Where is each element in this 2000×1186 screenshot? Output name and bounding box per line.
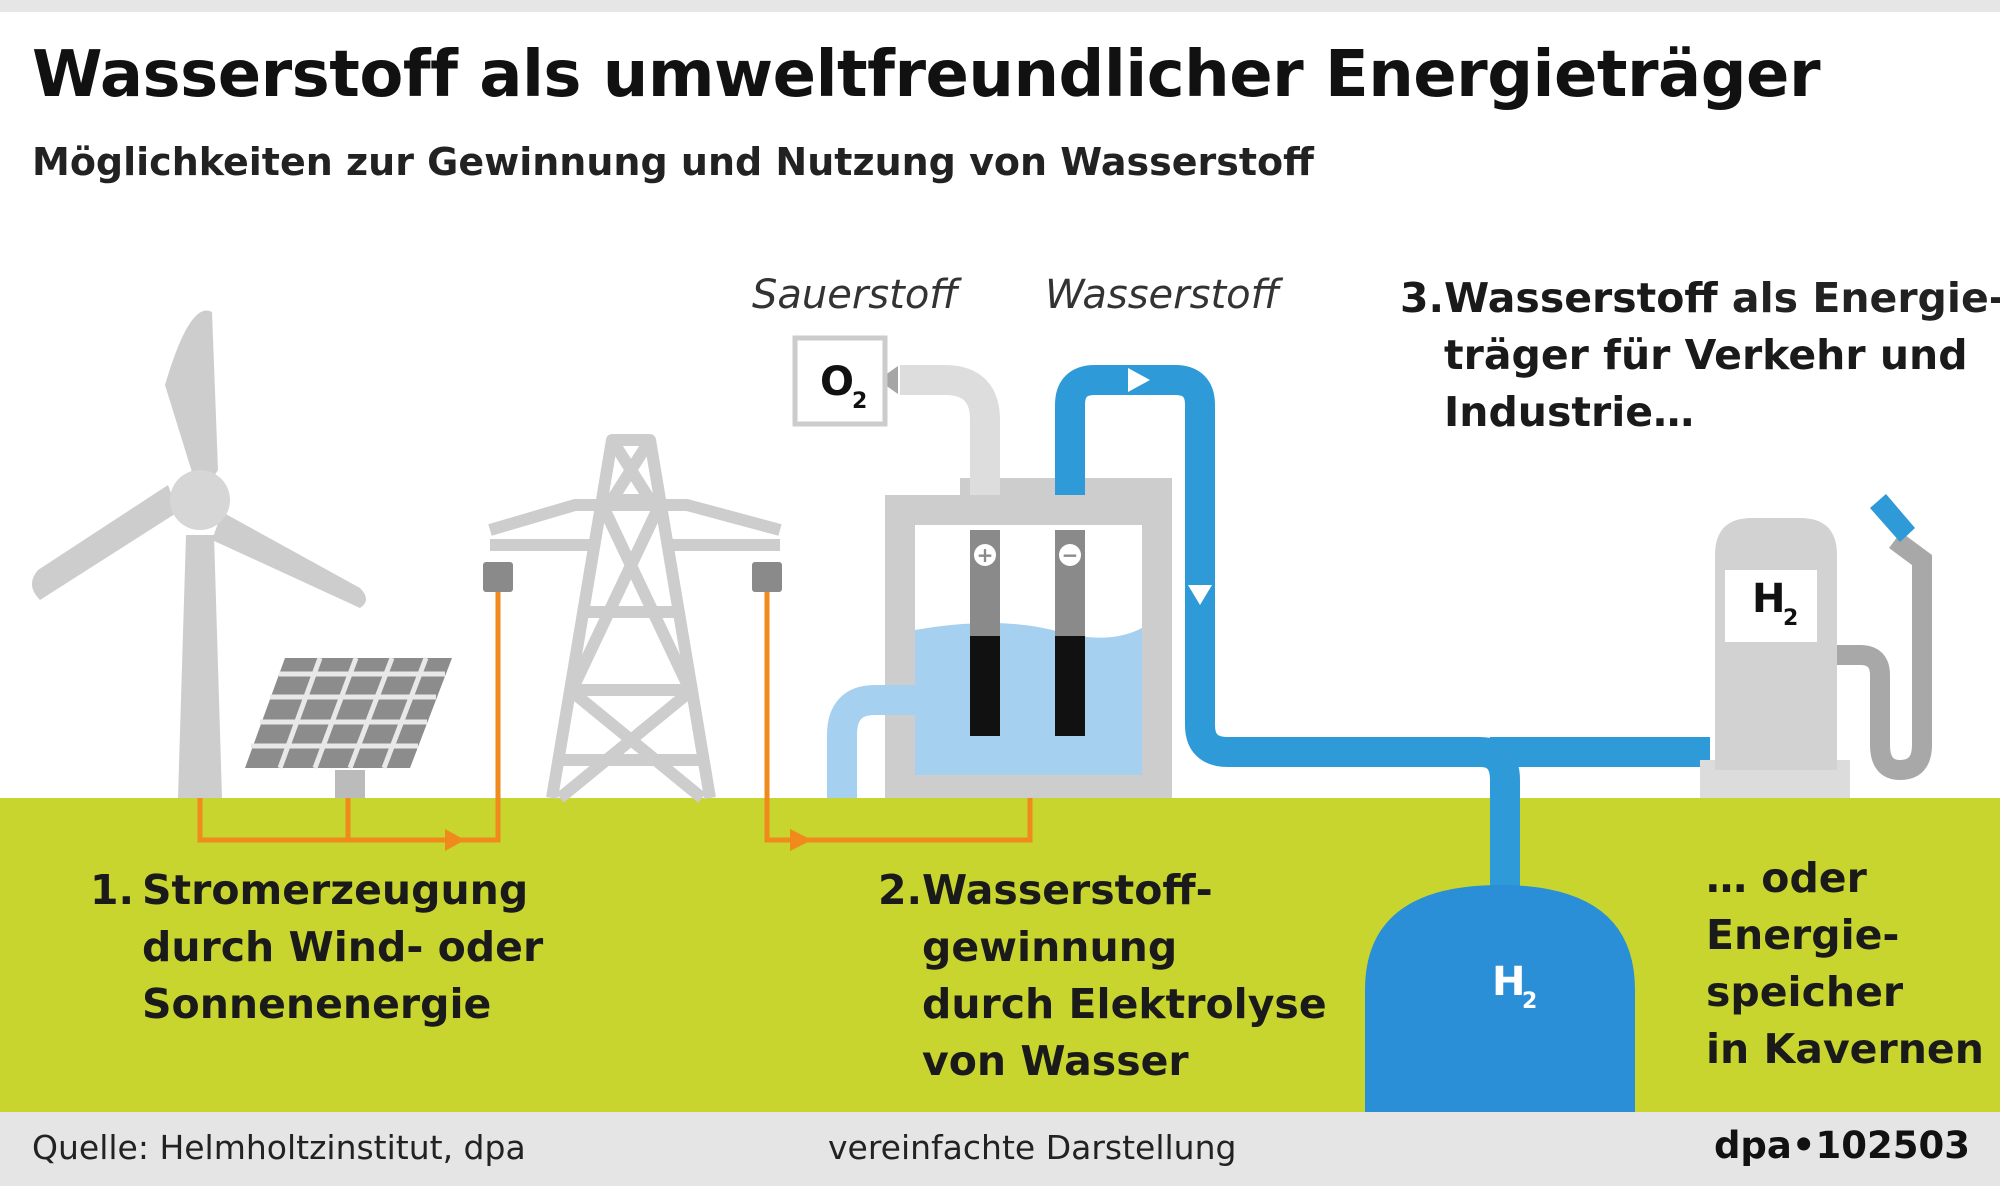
step1-number: 1. (90, 866, 135, 914)
insulator-left (483, 562, 513, 592)
fuel-pump-icon (1700, 494, 1932, 798)
step1-text: 1. Stromerzeugung durch Wind- oder Sonne… (90, 862, 544, 1042)
step1-line3: Sonnenenergie (142, 980, 492, 1028)
oxygen-label: Sauerstoff (752, 272, 959, 318)
oxygen-arrow (878, 366, 898, 394)
svg-text:+: + (977, 543, 994, 567)
storage-tank-icon (1365, 885, 1635, 1112)
ground-area (0, 798, 2000, 1112)
footer-source: Quelle: Helmholtzinstitut, dpa (32, 1128, 526, 1167)
step3-text: 3. Wasserstoff als Energie- träger für V… (1400, 270, 2000, 450)
hydrogen-label: Wasserstoff (1045, 272, 1280, 318)
footer-id: dpa•102503 (1713, 1124, 1970, 1167)
step3-number: 3. (1400, 274, 1445, 322)
step4-line1: … oder (1706, 854, 1867, 902)
o2-box (792, 335, 888, 427)
insulator-right (752, 562, 782, 592)
step1-line2: durch Wind- oder (142, 923, 544, 971)
wire-arrow-2 (790, 829, 812, 851)
step3-line3: Industrie… (1444, 388, 1695, 436)
wind-turbine-icon (31, 310, 366, 798)
solar-panel-icon (245, 657, 452, 798)
step2-line1: Wasserstoff- (922, 866, 1213, 914)
tank-h2-subscript: 2 (1522, 989, 1537, 1014)
svg-text:−: − (1062, 543, 1079, 567)
step2-line2: gewinnung (922, 923, 1178, 971)
hydrogen-arrow-down (1188, 585, 1212, 605)
step2-line3: durch Elektrolyse (922, 980, 1327, 1028)
page-title: Wasserstoff als umweltfreundlicher Energ… (32, 38, 1821, 112)
step3-line1-rest: als Energie- (1717, 274, 2000, 322)
pump-h2-letter: H (1752, 576, 1785, 622)
step3-bold-word: Wasserstoff (1444, 274, 1718, 322)
power-pylon-icon (488, 434, 782, 803)
o2-subscript: 2 (852, 389, 867, 414)
step2-number: 2. (878, 866, 923, 914)
step3-line2: träger für Verkehr und (1444, 331, 1968, 379)
step4-line2: Energie- (1706, 911, 1900, 959)
step2-text: 2. Wasserstoff- gewinnung durch Elektrol… (878, 862, 1327, 1102)
step4-line4: in Kavernen (1706, 1025, 1984, 1073)
step4-text: … oder Energie- speicher in Kavernen (1706, 850, 1996, 1090)
step2-line4: von Wasser (922, 1037, 1189, 1085)
o2-symbol: O 2 (820, 359, 867, 414)
footer-bar (0, 1112, 2000, 1186)
step1-line1: Stromerzeugung (142, 866, 529, 914)
tank-h2-symbol: H 2 (1492, 959, 1537, 1014)
footer-note: vereinfachte Darstellung (828, 1128, 1237, 1167)
step4-line3: speicher (1706, 968, 1904, 1016)
oxygen-pipe (900, 365, 1000, 495)
electrolyzer-icon: + − (827, 478, 1172, 798)
o2-letter: O (820, 359, 854, 405)
tank-h2-letter: H (1492, 959, 1525, 1005)
pump-h2-subscript: 2 (1783, 606, 1798, 631)
pump-h2-symbol: H 2 (1752, 576, 1798, 631)
page-subtitle: Möglichkeiten zur Gewinnung und Nutzung … (32, 140, 1314, 184)
hydrogen-arrow-right (1128, 368, 1150, 392)
wire-arrow-1 (445, 829, 465, 851)
top-bar (0, 0, 2000, 12)
